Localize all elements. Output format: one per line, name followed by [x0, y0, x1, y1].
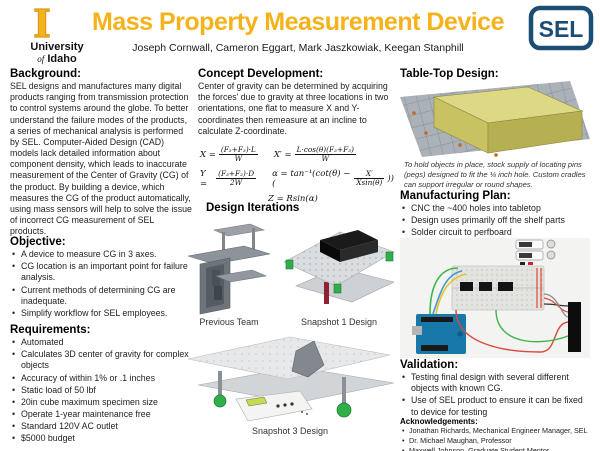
snapshot3-caption: Snapshot 3 Design [251, 426, 329, 436]
objective-item: Current methods of determining CG are in… [10, 285, 192, 307]
equation-x-prime: X′ = L·cos(θ)(F₂+F₃)W [273, 145, 356, 164]
concept-heading: Concept Development: [198, 68, 324, 80]
validation-item: Use of SEL product to ensure it can be f… [400, 395, 592, 417]
manufacturing-list: CNC the ~400 holes into tabletop Design … [400, 203, 592, 240]
background-heading: Background: [10, 68, 81, 80]
university-of-idaho-logo: I University of Idaho [20, 4, 94, 65]
validation-list: Testing final design with several differ… [400, 372, 592, 419]
ui-wordmark-line1: University [30, 41, 84, 53]
manufacturing-heading: Manufacturing Plan: [400, 190, 511, 202]
tabletop-caption: To hold objects in place, stock supply o… [404, 160, 586, 189]
acknowledgement-item: Maxwell Johnson, Graduate Student Mentor [400, 446, 594, 451]
concept-body: Center of gravity can be determined by a… [198, 81, 389, 136]
acknowledgement-item: Dr. Michael Maughan, Professor [400, 436, 594, 445]
requirement-item: Calculates 3D center of gravity for comp… [10, 349, 192, 371]
acknowledgement-item: Jonathan Richards, Mechanical Engineer M… [400, 426, 594, 435]
snapshot1-caption: Snapshot 1 Design [300, 317, 378, 327]
ui-block-i-icon: I [33, 4, 52, 44]
manufacturing-item: Solder circuit to perfboard [400, 227, 592, 238]
ui-wordmark: University of Idaho [20, 41, 94, 66]
validation-item: Testing final design with several differ… [400, 372, 592, 394]
previous-team-image [187, 223, 271, 315]
sel-logo-border [528, 5, 594, 51]
background-body: SEL designs and manufactures many digita… [10, 81, 192, 237]
requirement-item: 20in cube maximum specimen size [10, 397, 192, 408]
poster-authors: Joseph Cornwall, Cameron Eggart, Mark Ja… [132, 42, 464, 54]
sel-logo-text: SEL [539, 16, 584, 42]
requirement-item: Accuracy of within 1% or .1 inches [10, 373, 192, 384]
objective-item: A device to measure CG in 3 axes. [10, 249, 192, 260]
manufacturing-item: CNC the ~400 holes into tabletop [400, 203, 592, 214]
acknowledgements-list: Jonathan Richards, Mechanical Engineer M… [400, 426, 594, 451]
requirement-item: Automated [10, 337, 192, 348]
requirement-item: $5000 budget [10, 433, 192, 444]
objective-list: A device to measure CG in 3 axes. CG loc… [10, 249, 192, 320]
manufacturing-item: Design uses primarily off the shelf part… [400, 215, 592, 226]
poster-title: Mass Property Measurement Device [92, 8, 504, 36]
ui-wordmark-name: Idaho [47, 52, 77, 65]
design-iterations-heading: Design Iterations [206, 202, 300, 214]
ui-logo-letter: I [33, 4, 51, 44]
tabletop-image [400, 81, 590, 157]
ui-wordmark-of: of [37, 53, 45, 64]
snapshot1-image [284, 230, 394, 304]
equation-z: Z = Rsin(α) [268, 193, 318, 204]
requirements-list: Automated Calculates 3D center of gravit… [10, 337, 192, 446]
objective-heading: Objective: [10, 236, 66, 248]
requirement-item: Static load of 50 lbf [10, 385, 192, 396]
equation-alpha: α = tan⁻¹(cot(θ) − ( X′Xsin(θ) )) [272, 168, 394, 189]
validation-heading: Validation: [400, 359, 459, 371]
requirements-heading: Requirements: [10, 324, 91, 336]
sel-logo: SEL [528, 5, 594, 51]
tabletop-heading: Table-Top Design: [400, 68, 499, 80]
objective-item: CG location is an important point for fa… [10, 261, 192, 283]
acknowledgements-heading: Acknowledgements: [400, 417, 478, 426]
ui-wordmark-line2: of Idaho [20, 52, 94, 66]
snapshot3-image [187, 336, 395, 422]
circuit-diagram-image [400, 238, 590, 358]
requirement-item: Standard 120V AC outlet [10, 421, 192, 432]
objective-item: Simplify workflow for SEL employees. [10, 308, 192, 319]
previous-team-caption: Previous Team [199, 317, 259, 327]
requirement-item: Operate 1-year maintenance free [10, 409, 192, 420]
